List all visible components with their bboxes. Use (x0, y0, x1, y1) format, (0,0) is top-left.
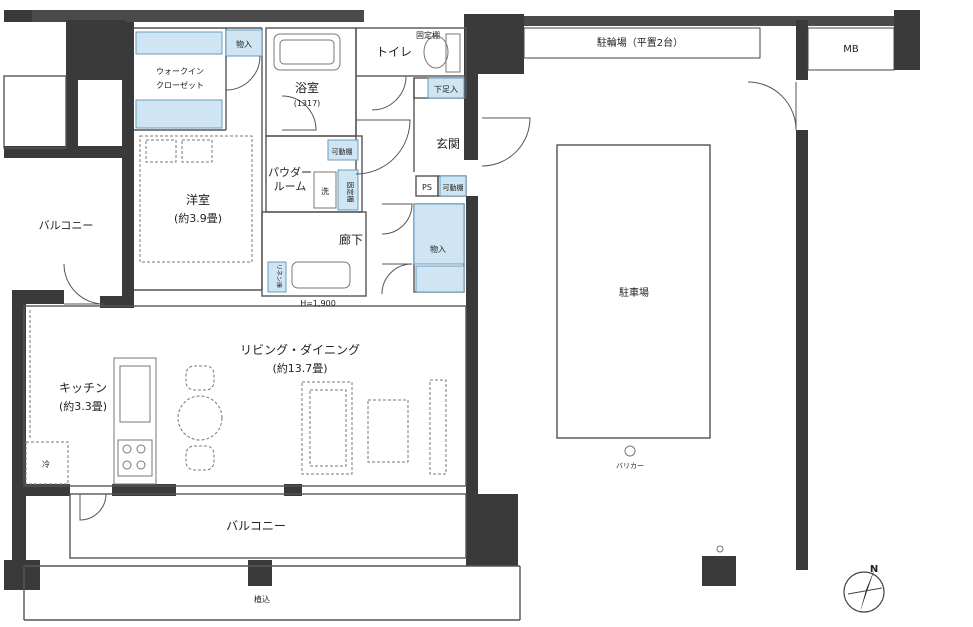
label-western-size: (約3.9畳) (174, 211, 222, 225)
label-mb: MB (843, 44, 859, 55)
label-balcony-bottom: バルコニー (226, 519, 286, 533)
label-shoe-box: 下足入 (434, 85, 458, 94)
label-walkin-2: クローゼット (156, 80, 204, 90)
fixtures (25, 27, 895, 553)
label-balcony-left: バルコニー (39, 219, 94, 232)
label-height-note: H=1,900 (300, 299, 336, 308)
label-kitchen: キッチン (59, 381, 107, 395)
compass-icon: N (843, 564, 885, 613)
label-barrier: バリカー (616, 462, 644, 470)
walls (4, 10, 920, 590)
label-hallway: 廊下 (339, 232, 363, 247)
label-linen: リネン庫 (275, 264, 283, 288)
compass-label: N (870, 564, 878, 575)
label-living-size: (約13.7畳) (272, 361, 327, 375)
label-storage-hall: 物入 (430, 244, 446, 254)
label-movable-shelf-right: 可動棚 (443, 183, 464, 192)
room-labels: ウォークイン クローゼット 物入 浴室 (1317) トイレ 固定棚 下足入 玄… (39, 30, 859, 604)
label-living: リビング・ダイニング (240, 342, 360, 357)
label-planting: 植込 (254, 594, 270, 604)
label-fixed-shelf-top: 固定棚 (416, 30, 440, 40)
label-toilet: トイレ (376, 45, 412, 59)
label-walkin: ウォークイン (156, 67, 204, 76)
label-parking: 駐車場 (619, 286, 649, 299)
doors (63, 55, 797, 521)
label-storage-top: 物入 (236, 39, 252, 49)
label-movable-shelf-left: 可動棚 (332, 147, 353, 156)
label-bike-parking: 駐輪場（平置2台） (597, 36, 683, 49)
label-western: 洋室 (186, 192, 210, 207)
storage-fills (135, 29, 467, 293)
label-powder: パウダー (268, 165, 312, 179)
label-ps: PS (422, 183, 432, 192)
label-fridge: 冷 (42, 459, 50, 469)
label-entrance: 玄関 (436, 136, 460, 151)
label-bath: 浴室 (295, 80, 319, 95)
label-powder-2: ルーム (274, 180, 307, 193)
label-fixed-shelf-side: 固定棚 (346, 182, 355, 203)
label-kitchen-size: (約3.3畳) (59, 399, 107, 413)
inner-walls (3, 27, 521, 621)
label-bath-size: (1317) (294, 99, 321, 108)
label-washer: 洗 (321, 186, 329, 196)
